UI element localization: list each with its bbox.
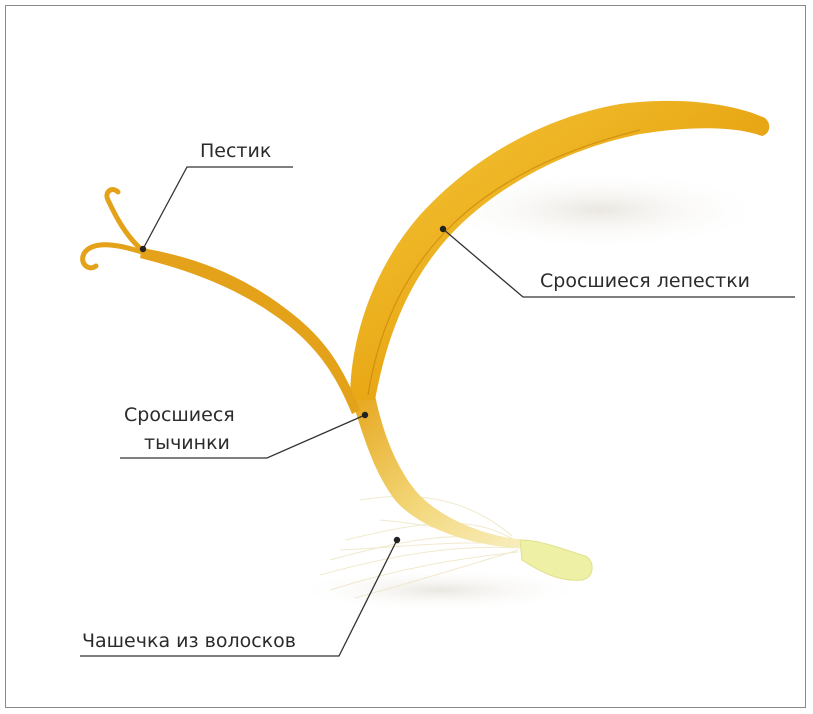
fused-stamens-label-line2: тычинки (144, 432, 230, 455)
base-shadow (290, 568, 590, 612)
fused-stamens-label-line1: Сросшиеся (124, 404, 235, 427)
stamens-marker (362, 412, 368, 418)
fused-petals-label: Сросшиеся лепестки (540, 270, 750, 293)
floral-tube (350, 395, 528, 548)
pistil-leader-line (143, 167, 293, 249)
stigma-branch-lower (83, 245, 142, 268)
pistil-style (140, 248, 360, 414)
pistil-marker (140, 246, 146, 252)
pistil-label: Пестик (200, 140, 271, 163)
fused-petals (350, 101, 769, 400)
calyx-marker (394, 537, 400, 543)
petals-marker (440, 226, 446, 232)
stigma-branch-upper (107, 190, 142, 250)
calyx-label: Чашечка из волосков (82, 630, 296, 653)
